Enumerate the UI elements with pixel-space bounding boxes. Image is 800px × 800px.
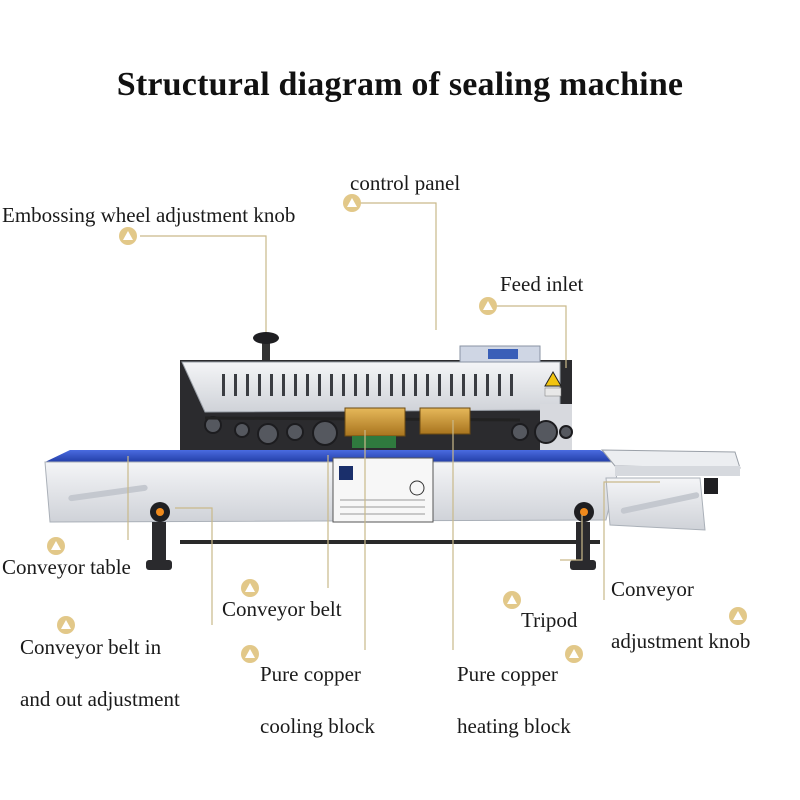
marker-belt-in-out-icon (57, 616, 75, 634)
label-embossing-knob: Embossing wheel adjustment knob (2, 203, 296, 227)
marker-conveyor-table-icon (47, 537, 65, 555)
label-belt-in-out-line1: Conveyor belt in (20, 635, 162, 659)
marker-conveyor-belt-icon (241, 579, 259, 597)
marker-cooling-block-icon (241, 645, 259, 663)
marker-embossing-knob-icon (119, 227, 137, 245)
conveyor-belt-shape (45, 450, 620, 462)
heating-block-shape (419, 407, 471, 435)
diagram-title: Structural diagram of sealing machine (116, 66, 684, 103)
rollers (204, 416, 573, 446)
label-belt-in-out-line2: and out adjustment (20, 687, 180, 711)
label-heating-block-line1: Pure copper (457, 662, 558, 686)
marker-control-panel-icon (343, 194, 361, 212)
marker-feed-inlet-icon (479, 297, 497, 315)
marker-heating-block-icon (565, 645, 583, 663)
tripod-legs (146, 522, 596, 570)
feed-platform (600, 449, 741, 469)
label-heating-block-line2: heating block (457, 714, 571, 738)
vent-slots (222, 374, 513, 396)
label-conveyor-adjustment-line1: Conveyor (611, 577, 694, 601)
label-conveyor-table: Conveyor table (2, 555, 131, 579)
cooling-block-shape (344, 407, 406, 437)
label-feed-inlet: Feed inlet (500, 272, 584, 296)
label-conveyor-belt: Conveyor belt (222, 597, 342, 621)
marker-tripod-icon (503, 591, 521, 609)
label-cooling-block-line2: cooling block (260, 714, 375, 738)
label-tripod: Tripod (521, 608, 578, 632)
circuit-board (352, 436, 396, 448)
knobs (150, 332, 718, 522)
machine-housing (180, 345, 572, 452)
label-cooling-block-line1: Pure copper (260, 662, 361, 686)
marker-conveyor-adjustment-icon (729, 607, 747, 625)
label-conveyor-adjustment-line2: adjustment knob (611, 629, 751, 653)
label-control-panel: control panel (350, 171, 461, 195)
leader-lines (127, 202, 660, 650)
